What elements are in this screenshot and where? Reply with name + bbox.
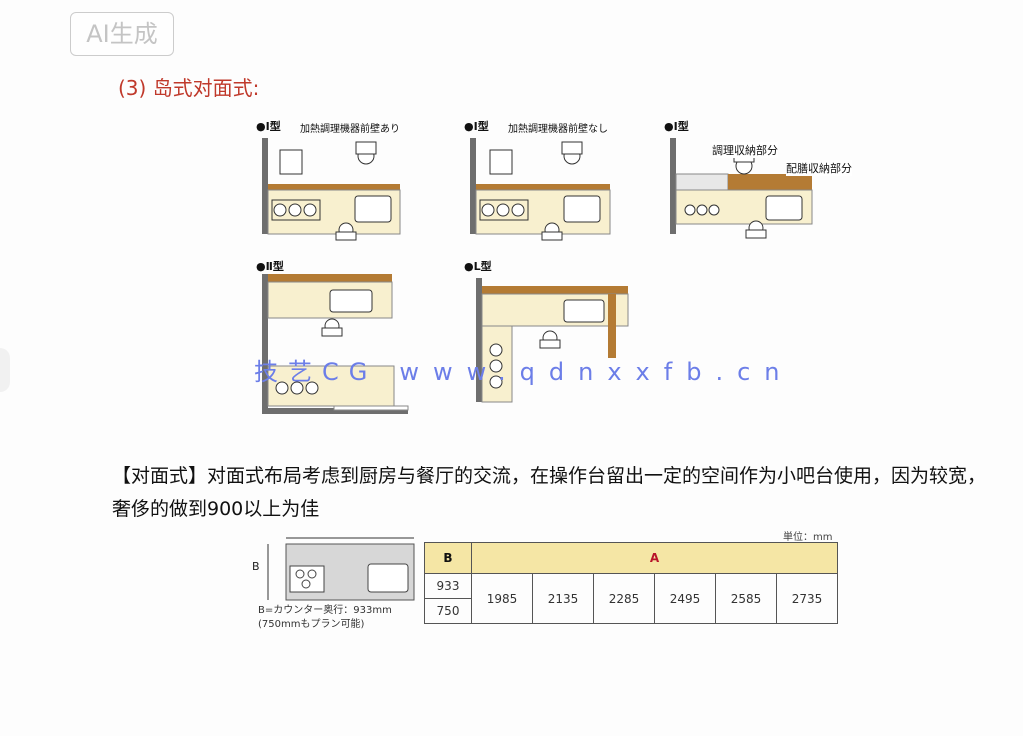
plan-i-type-split	[670, 138, 813, 239]
plan-i-type-with-wall	[262, 138, 401, 241]
a-value: 2495	[654, 573, 716, 624]
ai-generated-badge: AI生成	[70, 12, 174, 56]
plan-4-type-label: ●Ⅱ型	[256, 260, 284, 273]
counter-note-line1: B=カウンター奥行：933mm	[258, 605, 392, 616]
kitchen-layout-diagrams: ●Ⅰ型 加熱調理機器前壁あり ●Ⅰ型 加熱調理機器前壁なし ●Ⅰ型 調理収納部分…	[250, 112, 870, 422]
b-value: 750	[424, 598, 472, 624]
plan-3-label-cooking: 調理収納部分	[712, 142, 778, 158]
a-value: 2285	[593, 573, 655, 624]
watermark-url: www.qdnxxfb.cn	[399, 358, 794, 386]
plan-3-label-serving: 配膳収納部分	[786, 160, 852, 176]
counter-note-line2: (750mmもプラン可能)	[258, 619, 365, 630]
plan-2-caption: 加熱調理機器前壁なし	[508, 124, 608, 135]
body-paragraph: 【对面式】对面式布局考虑到厨房与餐厅的交流，在操作台留出一定的空间作为小吧台使用…	[112, 465, 987, 520]
watermark-brand: 技艺CG	[254, 358, 378, 386]
header-b: B	[424, 542, 472, 574]
side-scroll-handle[interactable]	[0, 348, 10, 392]
a-value: 2735	[776, 573, 838, 624]
plan-i-type-without-wall	[470, 138, 611, 241]
layout-drawing	[262, 138, 813, 414]
plan-1-caption: 加熱調理機器前壁あり	[300, 124, 400, 135]
dimension-table: B A 933 1985 2135 2285 2495 2585 2735 75…	[424, 542, 838, 624]
b-value: 933	[424, 573, 472, 599]
plan-ii-type	[262, 274, 409, 414]
watermark: 技艺CG www.qdnxxfb.cn	[254, 352, 793, 387]
a-value: 2585	[715, 573, 777, 624]
a-value: 1985	[471, 573, 533, 624]
unit-note: 単位：mm	[783, 532, 833, 543]
plan-5-type-label: ●L型	[464, 260, 492, 273]
plan-l-type	[476, 278, 629, 403]
counter-plan-drawing	[267, 537, 415, 601]
counter-dim-label: B	[252, 560, 260, 573]
plan-3-type-label: ●Ⅰ型	[664, 120, 689, 133]
plan-1-type-label: ●Ⅰ型	[256, 120, 281, 133]
plan-2-type-label: ●Ⅰ型	[464, 120, 489, 133]
header-a: A	[471, 542, 838, 574]
counter-note: B=カウンター奥行：933mm (750mmもプラン可能)	[258, 604, 392, 632]
a-value: 2135	[532, 573, 594, 624]
counter-plan: B	[252, 530, 422, 610]
section-title: (3) 岛式对面式:	[118, 76, 260, 100]
